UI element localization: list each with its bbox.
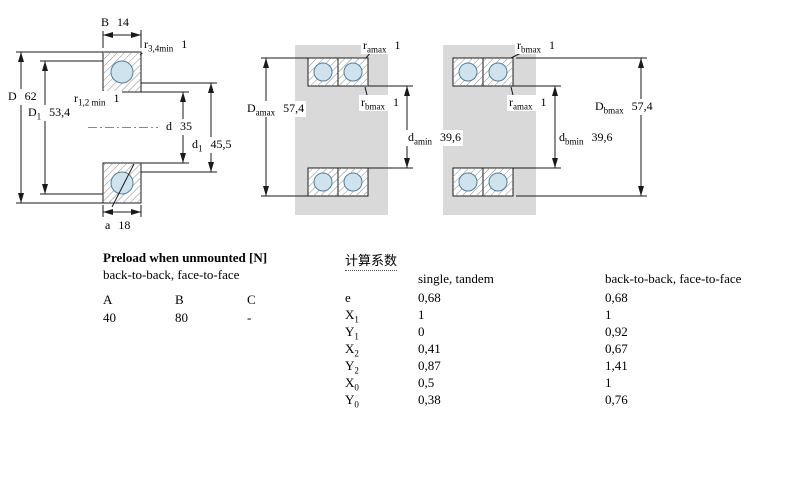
single-bearing-section bbox=[16, 30, 217, 217]
preload-value-C: - bbox=[247, 310, 252, 325]
factors-rows: e 0,68 0,68 X1 1 1 Y1 0 0,92 X2 0,41 0,6… bbox=[345, 290, 795, 410]
preload-column-headers: A B C bbox=[103, 292, 333, 308]
preload-col-B: B bbox=[175, 292, 184, 307]
ball-bottom bbox=[110, 171, 134, 195]
preload-title: Preload when unmounted [N] bbox=[103, 250, 268, 265]
factor-row-Y1: Y1 0 0,92 bbox=[345, 324, 628, 342]
factor-row-Y2: Y2 0,87 1,41 bbox=[345, 358, 628, 376]
factor-row-e: e 0,68 0,68 bbox=[345, 290, 628, 305]
paired-bearing-face-to-face bbox=[443, 45, 647, 215]
factors-col-back-to-back: back-to-back, face-to-face bbox=[605, 271, 742, 286]
factors-col-single-tandem: single, tandem bbox=[418, 271, 494, 286]
factor-row-X1: X1 1 1 bbox=[345, 307, 612, 325]
factor-row-X2: X2 0,41 0,67 bbox=[345, 341, 628, 359]
factor-row-X0: X0 0,5 1 bbox=[345, 375, 612, 393]
preload-table: Preload when unmounted [N] back-to-back,… bbox=[103, 250, 333, 330]
ball-top bbox=[110, 60, 134, 84]
factors-column-headers: single, tandem back-to-back, face-to-fac… bbox=[345, 271, 795, 287]
paired-bearing-back-to-back bbox=[261, 45, 413, 215]
factors-title[interactable]: 计算系数 bbox=[345, 250, 398, 271]
calculation-factors-table: 计算系数 single, tandem back-to-back, face-t… bbox=[345, 250, 795, 420]
preload-values-row: 40 80 - bbox=[103, 310, 333, 326]
bearing-technical-drawings bbox=[16, 30, 647, 217]
preload-col-A: A bbox=[103, 292, 113, 307]
preload-subtitle: back-to-back, face-to-face bbox=[103, 267, 240, 282]
factor-row-Y0: Y0 0,38 0,76 bbox=[345, 392, 628, 410]
preload-col-C: C bbox=[247, 292, 256, 307]
preload-value-B: 80 bbox=[175, 310, 188, 325]
preload-value-A: 40 bbox=[103, 310, 116, 325]
